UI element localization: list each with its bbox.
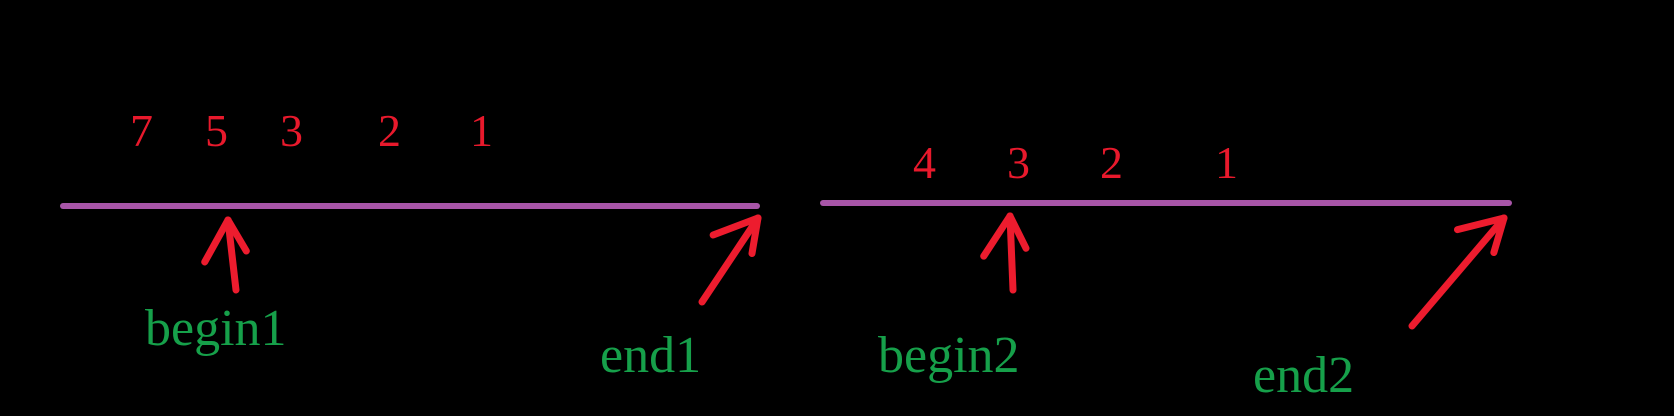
pointer-label-begin2: begin2 <box>878 327 1020 384</box>
arrow-begin2-icon <box>980 212 1030 294</box>
arrow-begin1-icon <box>201 216 250 294</box>
arrow-end1-icon <box>698 214 762 306</box>
array-segment-line-2 <box>820 200 1512 206</box>
array-segment-line-1 <box>60 203 760 209</box>
array2-value-1: 3 <box>1007 137 1030 188</box>
array2-value-2: 2 <box>1100 137 1123 188</box>
array1-value-2: 3 <box>280 105 303 156</box>
array1-value-4: 1 <box>470 105 493 156</box>
array2-value-0: 4 <box>913 137 936 188</box>
array2-value-3: 1 <box>1215 137 1238 188</box>
array1-value-0: 7 <box>130 105 153 156</box>
pointer-label-end2: end2 <box>1253 347 1355 404</box>
pointer-label-end1: end1 <box>600 327 702 384</box>
arrow-end2-icon <box>1408 214 1508 330</box>
array1-value-3: 2 <box>378 105 401 156</box>
array1-value-1: 5 <box>205 105 228 156</box>
pointer-label-begin1: begin1 <box>145 300 287 357</box>
